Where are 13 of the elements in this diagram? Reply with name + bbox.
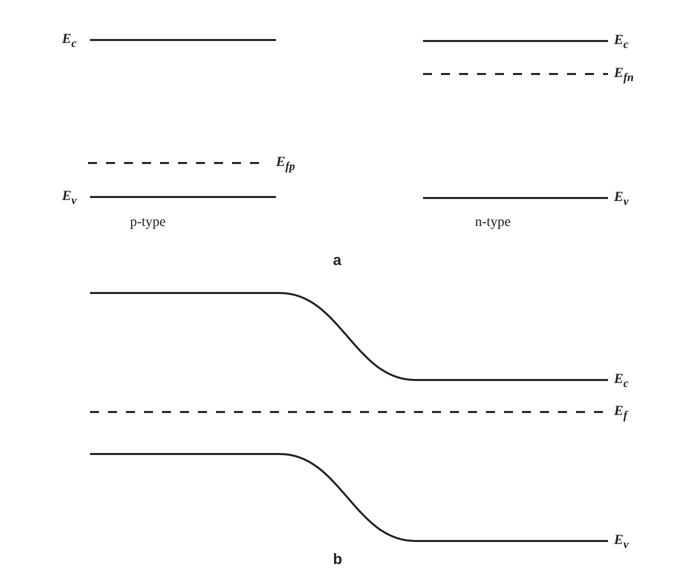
energy-level-label: E$_{v}$ xyxy=(614,190,629,210)
panel-label: a xyxy=(333,253,342,269)
energy-level-label: E$_{v}$ xyxy=(62,189,77,209)
energy-level-label: E$_{f}$ xyxy=(614,404,628,424)
energy-level-label: E$_{c}$ xyxy=(614,33,629,53)
energy-level-label: E$_{c}$ xyxy=(614,372,629,392)
region-label: p-type xyxy=(130,215,166,231)
energy-level-label: E$_{c}$ xyxy=(62,32,77,52)
region-label: n-type xyxy=(475,215,511,231)
energy-level-label: E$_{fp}$ xyxy=(276,155,296,175)
energy-level-label: E$_{v}$ xyxy=(614,533,629,553)
energy-level-label: E$_{fn}$ xyxy=(614,66,634,86)
panel-label: b xyxy=(333,552,342,568)
